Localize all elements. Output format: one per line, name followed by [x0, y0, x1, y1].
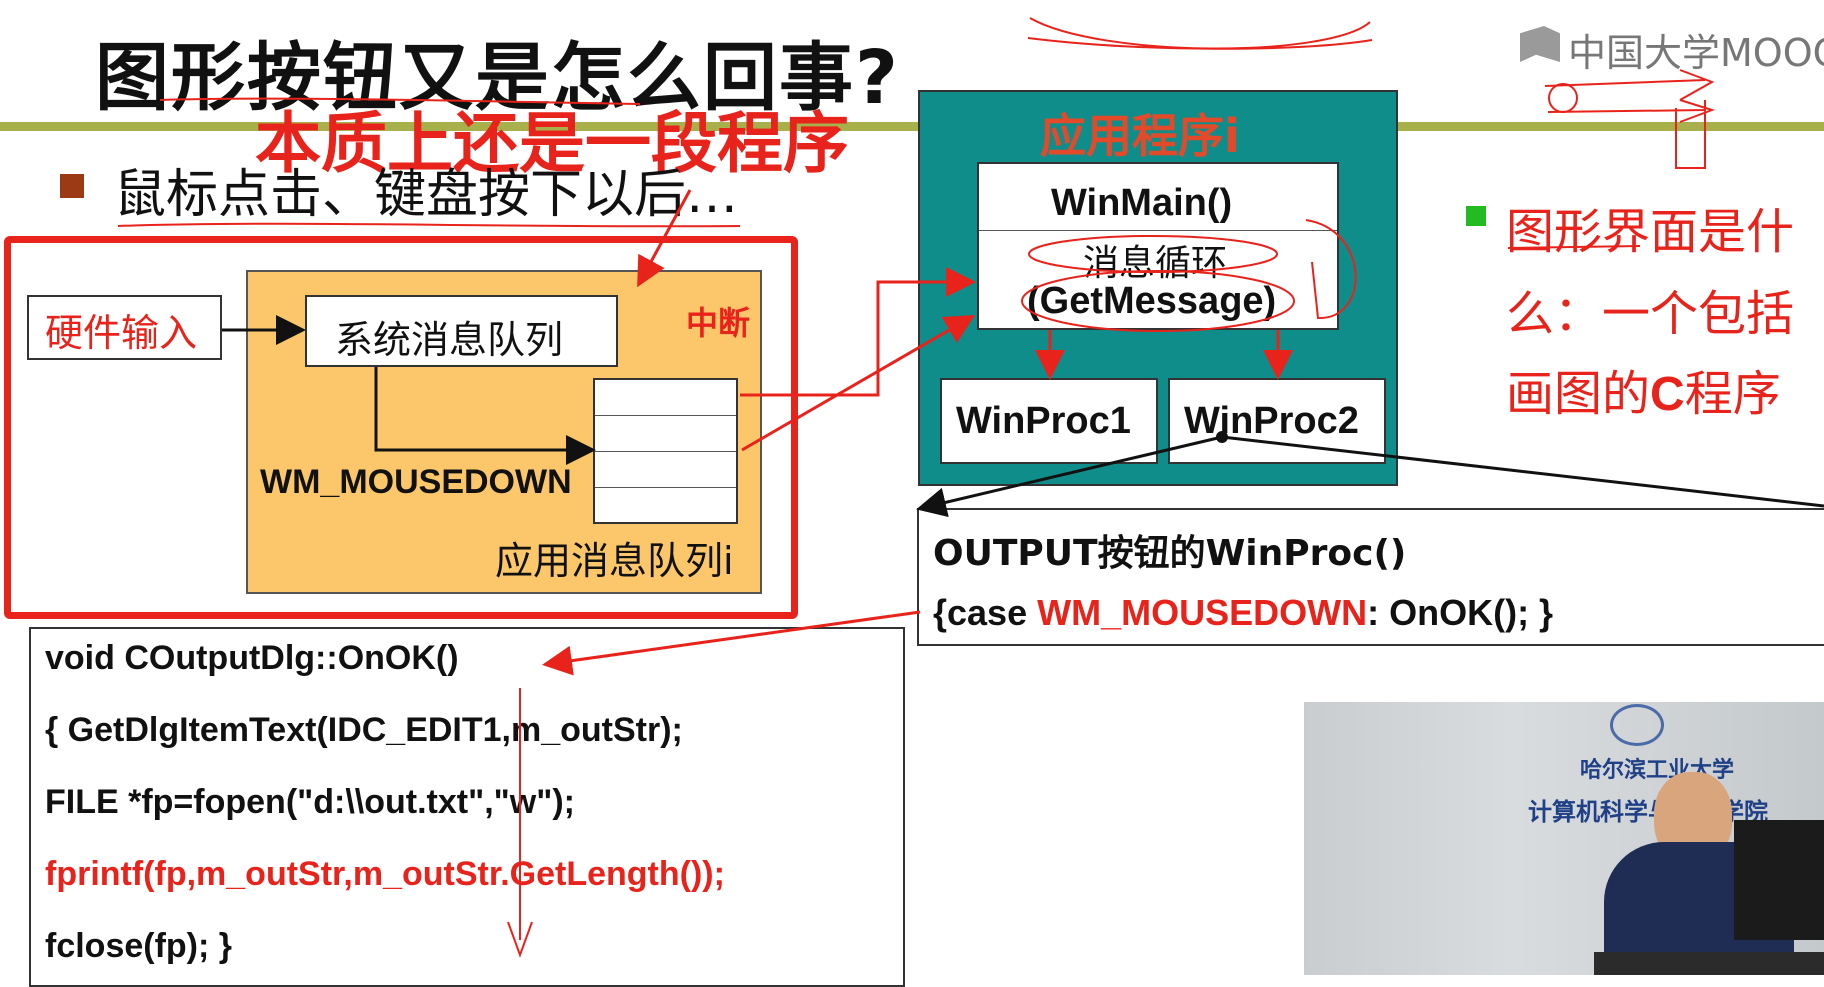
- winmain-divider: [979, 230, 1337, 231]
- pen-top-sketch: [1027, 17, 1373, 50]
- lecturer-video: 哈尔滨工业大学 计算机科学与技术学院: [1304, 702, 1824, 975]
- right-bullet-icon: [1466, 206, 1486, 226]
- right-bullet-line2: 么：一个包括: [1506, 286, 1795, 342]
- system-queue-box: 系统消息队列: [305, 295, 618, 367]
- header-divider: [0, 122, 1824, 131]
- university-emblem-icon: [1610, 704, 1664, 746]
- hardware-input-box: 硬件输入: [27, 295, 222, 360]
- winmain-box: WinMain() 消息循环 (GetMessage): [977, 162, 1339, 330]
- application-title: 应用程序i: [1040, 109, 1240, 163]
- mooc-logo-icon: [1520, 26, 1560, 62]
- case-suffix: (); }: [1493, 592, 1554, 633]
- message-loop-label: 消息循环: [1083, 243, 1228, 284]
- output-title: OUTPUT按钮的WinProc(): [933, 533, 1407, 574]
- app-queue-label: 应用消息队列i: [495, 539, 734, 583]
- pen-corner-sketch: [1544, 69, 1716, 169]
- winproc2-box: WinProc2: [1168, 378, 1386, 464]
- queue-slot: [595, 416, 736, 452]
- bullet-text: 鼠标点击、键盘按下以后…: [114, 165, 739, 225]
- keyboard: [1594, 952, 1824, 975]
- output-case-line: {case WM_MOUSEDOWN: OnOK(); }: [933, 592, 1553, 634]
- queue-slot: [595, 380, 736, 416]
- winproc1-label: WinProc1: [956, 400, 1131, 442]
- code-line-5: fclose(fp); }: [45, 927, 232, 965]
- slide-subtitle: 本质上还是一段程序: [255, 105, 849, 182]
- bullet-icon: [60, 174, 84, 198]
- code-line-2: { GetDlgItemText(IDC_EDIT1,m_outStr);: [45, 711, 683, 749]
- system-queue-label: 系统消息队列: [335, 318, 564, 362]
- output-winproc-box: OUTPUT按钮的WinProc() {case WM_MOUSEDOWN: O…: [917, 508, 1824, 646]
- app-queue-stack: [593, 378, 738, 524]
- case-sep: :: [1367, 592, 1390, 633]
- queue-slot: [595, 488, 736, 522]
- pen-corner-circle: [1548, 83, 1578, 113]
- mooc-logo: 中国大学MOOC: [1568, 31, 1824, 75]
- right-bullet-line3-a: 画图的: [1506, 366, 1651, 422]
- getmessage-label: (GetMessage): [1027, 280, 1277, 322]
- winproc1-box: WinProc1: [940, 378, 1158, 464]
- case-call: OnOK: [1389, 592, 1494, 633]
- wm-mousedown-label: WM_MOUSEDOWN: [260, 463, 572, 501]
- code-line-3: FILE *fp=fopen("d:\\out.txt","w");: [45, 783, 576, 821]
- video-caption: 计算机科学与技术学院: [1528, 798, 1768, 826]
- code-line-4: fprintf(fp,m_outStr,m_outStr.GetLength()…: [45, 855, 725, 893]
- monitor: [1734, 820, 1824, 940]
- code-listing: void COutputDlg::OnOK() { GetDlgItemText…: [29, 627, 905, 987]
- right-bullet-line3-b: C: [1650, 368, 1685, 421]
- slide-title: 图形按钮又是怎么回事?: [95, 35, 900, 121]
- right-bullet-line1: 图形界面是什: [1506, 204, 1795, 260]
- hardware-input-label: 硬件输入: [45, 311, 198, 355]
- winproc2-label: WinProc2: [1184, 400, 1359, 442]
- code-line-1: void COutputDlg::OnOK(): [45, 639, 459, 677]
- queue-slot: [595, 452, 736, 488]
- right-bullet-line3: 画图的C程序: [1506, 354, 1781, 424]
- case-prefix: {case: [933, 592, 1038, 633]
- right-bullet-line3-c: 程序: [1684, 366, 1781, 422]
- winmain-label: WinMain(): [1051, 182, 1233, 224]
- interrupt-label: 中断: [686, 304, 751, 342]
- case-message: WM_MOUSEDOWN: [1037, 592, 1368, 633]
